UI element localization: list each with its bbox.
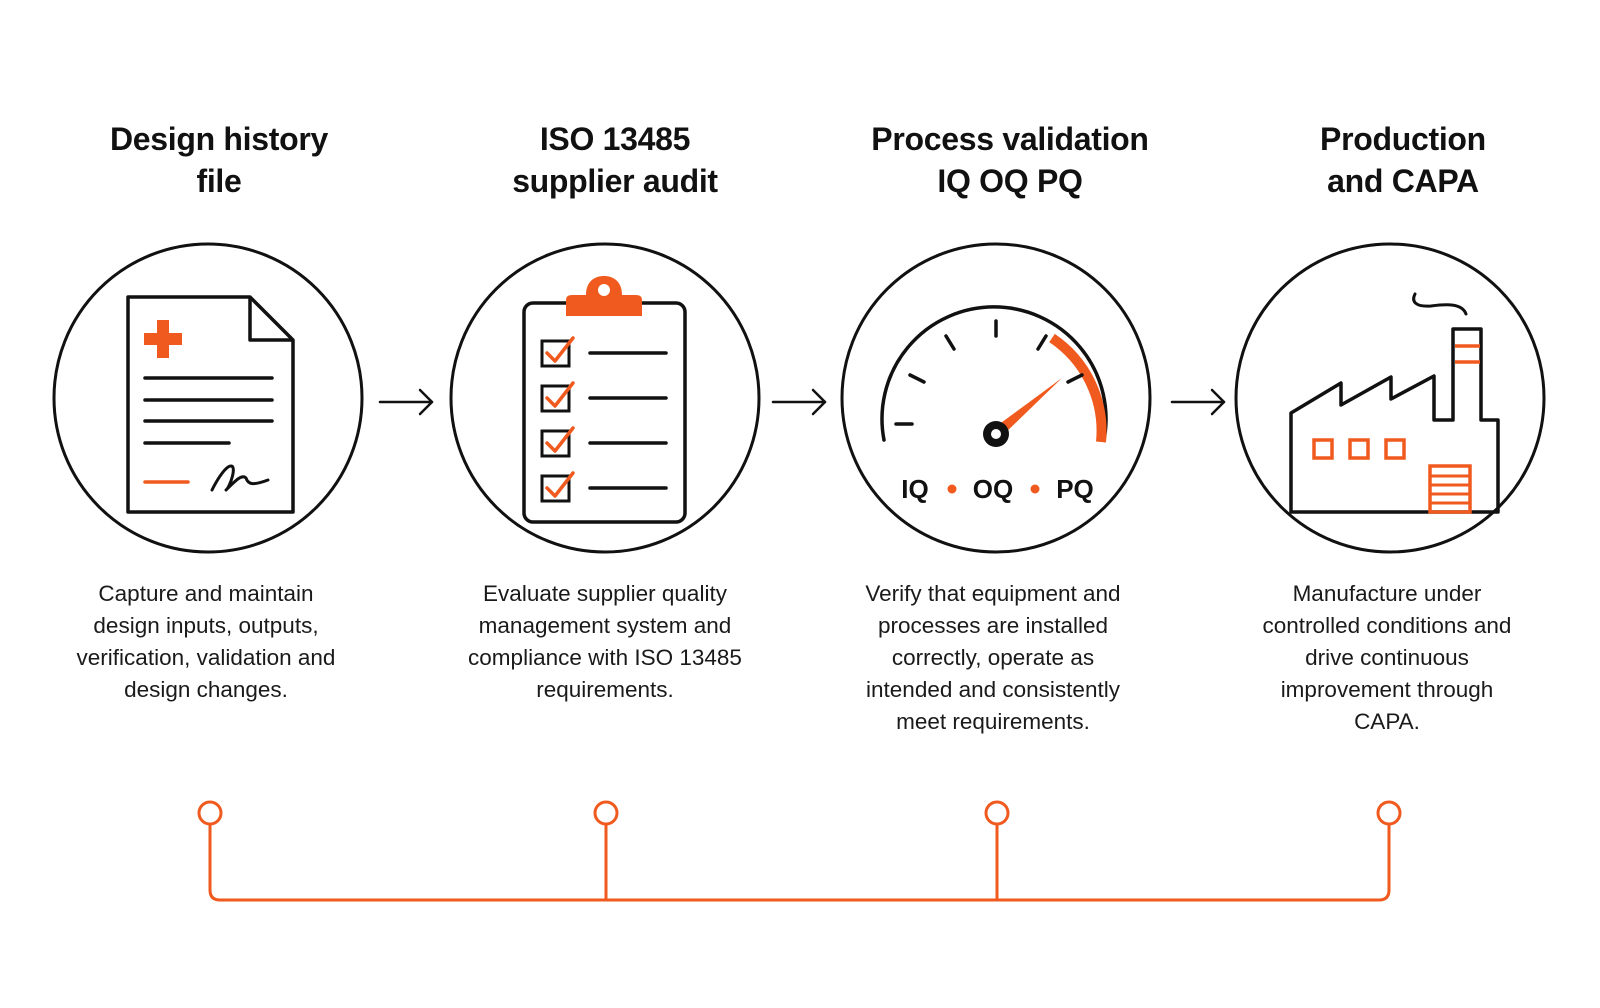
step-2-description: Evaluate supplier quality management sys… [468, 581, 742, 702]
timeline-node [593, 800, 619, 826]
arrow-icon [378, 388, 434, 416]
checklist-clipboard-icon [522, 276, 687, 524]
step-3-title: Process validation IQ OQ PQ [871, 121, 1149, 199]
step-4-description: Manufacture under controlled conditions … [1262, 581, 1512, 734]
gauge-label-oq: OQ [973, 474, 1013, 504]
step-3-circle [840, 242, 1152, 554]
step-2-circle [449, 242, 761, 554]
arrow-icon [1170, 388, 1226, 416]
step-1-circle [52, 242, 364, 554]
step-2-title: ISO 13485 supplier audit [512, 121, 718, 199]
timeline-node [1376, 800, 1402, 826]
step-4-circle [1234, 242, 1546, 554]
step-4-title: Production and CAPA [1320, 121, 1486, 199]
timeline-connector [197, 800, 1402, 902]
timeline-node [197, 800, 223, 826]
step-3-description: Verify that equipment and processes are … [865, 581, 1121, 734]
gauge-icon: IQ OQ PQ [880, 305, 1108, 504]
step-1-description: Capture and maintain design inputs, outp… [76, 581, 336, 702]
step-1-title: Design history file [109, 121, 329, 199]
arrow-icon [771, 388, 827, 416]
factory-icon [1289, 292, 1500, 514]
timeline-node [984, 800, 1010, 826]
gauge-label-iq: IQ [901, 474, 928, 504]
gauge-label-pq: PQ [1056, 474, 1094, 504]
medical-document-icon [126, 295, 295, 514]
